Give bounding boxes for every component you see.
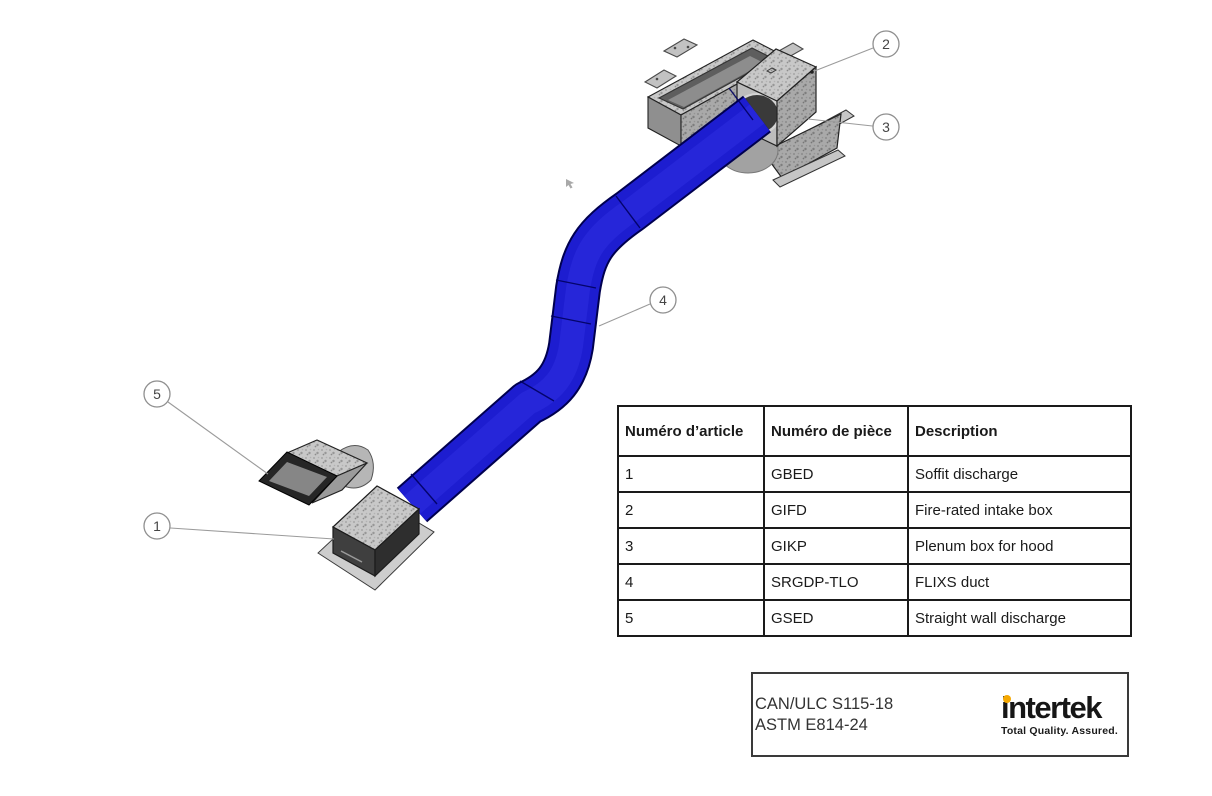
cell-description: Fire-rated intake box	[907, 491, 1132, 529]
callout-1: 1	[143, 512, 171, 540]
callout-4: 4	[649, 286, 677, 314]
cell-part-number: GBED	[763, 455, 909, 493]
intertek-dot-icon	[1002, 694, 1011, 703]
certification-standards: CAN/ULC S115-18 ASTM E814-24	[753, 694, 893, 736]
table-row: 4 SRGDP-TLO FLIXS duct	[617, 563, 1132, 601]
table-header-row: Numéro d’article Numéro de pièce Descrip…	[617, 405, 1132, 457]
certification-box: CAN/ULC S115-18 ASTM E814-24 intertek To…	[751, 672, 1129, 757]
table-row: 3 GIKP Plenum box for hood	[617, 527, 1132, 565]
flixs-duct-drawing	[396, 87, 771, 523]
column-header-item-number: Numéro d’article	[617, 405, 765, 457]
callout-1-number: 1	[153, 518, 161, 534]
leader-tick	[810, 70, 814, 74]
cell-item-number: 1	[617, 455, 765, 493]
callouts: 1 2 3 4 5	[143, 30, 900, 540]
standard-astm: ASTM E814-24	[755, 715, 868, 734]
duct-seams	[410, 87, 754, 505]
standard-can-ulc: CAN/ULC S115-18	[755, 694, 894, 713]
column-header-part-number: Numéro de pièce	[763, 405, 909, 457]
cell-item-number: 2	[617, 491, 765, 529]
intertek-logo: intertek Total Quality. Assured.	[1001, 692, 1118, 737]
cursor-artifact	[566, 179, 574, 189]
cell-item-number: 4	[617, 563, 765, 601]
fire-rated-intake-box-drawing	[735, 48, 818, 148]
cell-part-number: GIKP	[763, 527, 909, 565]
callout-5-number: 5	[153, 386, 161, 402]
cell-description: Straight wall discharge	[907, 599, 1132, 637]
column-header-description: Description	[907, 405, 1132, 457]
cell-part-number: GIFD	[763, 491, 909, 529]
cell-description: Soffit discharge	[907, 455, 1132, 493]
callout-2: 2	[872, 30, 900, 58]
cell-description: Plenum box for hood	[907, 527, 1132, 565]
callout-2-number: 2	[882, 36, 890, 52]
callout-5: 5	[143, 380, 171, 408]
cell-description: FLIXS duct	[907, 563, 1132, 601]
cell-part-number: SRGDP-TLO	[763, 563, 909, 601]
callout-3: 3	[872, 113, 900, 141]
cell-item-number: 5	[617, 599, 765, 637]
intertek-wordmark: intertek	[1000, 690, 1102, 725]
leader-lines	[167, 47, 874, 540]
cell-part-number: GSED	[763, 599, 909, 637]
table-row: 5 GSED Straight wall discharge	[617, 599, 1132, 637]
table-row: 2 GIFD Fire-rated intake box	[617, 491, 1132, 529]
straight-wall-discharge-drawing	[258, 439, 374, 506]
parts-table: Numéro d’article Numéro de pièce Descrip…	[617, 405, 1132, 637]
callout-4-number: 4	[659, 292, 667, 308]
callout-3-number: 3	[882, 119, 890, 135]
intertek-tagline: Total Quality. Assured.	[1000, 725, 1118, 737]
cell-item-number: 3	[617, 527, 765, 565]
soffit-discharge-drawing	[317, 485, 435, 591]
table-row: 1 GBED Soffit discharge	[617, 455, 1132, 493]
